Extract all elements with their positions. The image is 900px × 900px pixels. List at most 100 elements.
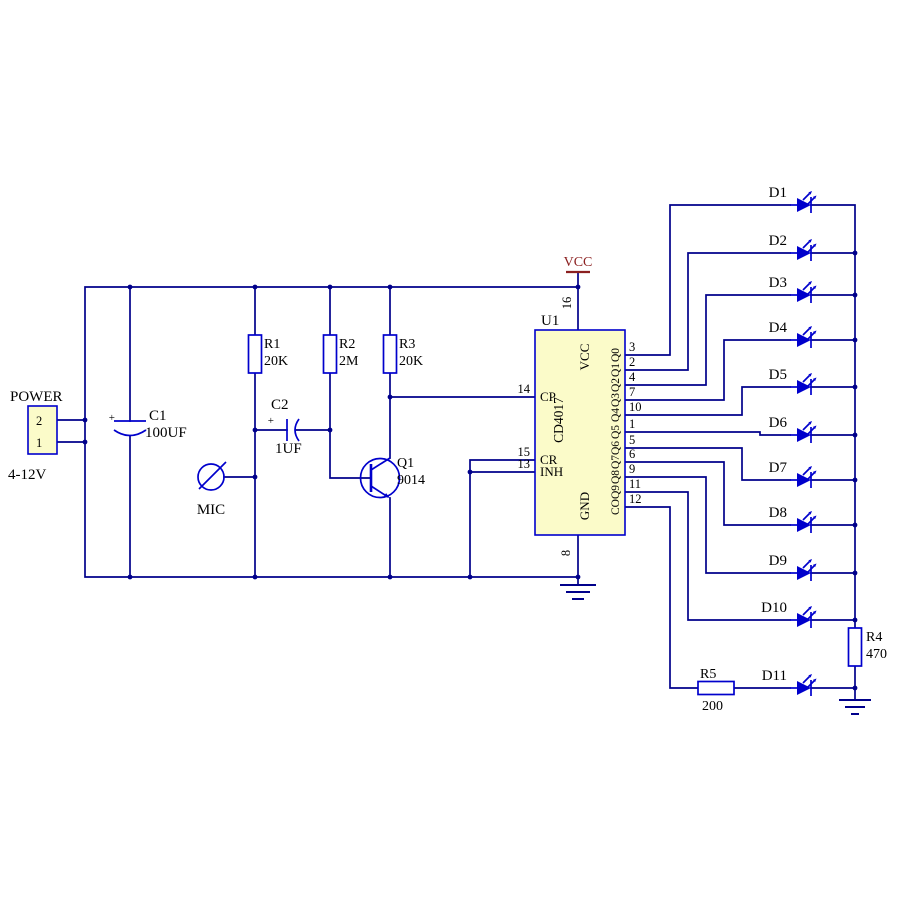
resistor-r4: R4 470 bbox=[847, 627, 887, 667]
power-voltage-label: 4-12V bbox=[8, 467, 46, 483]
mic-label: MIC bbox=[197, 502, 225, 518]
led-array: D1 D2 D3 D4 D5 D6 D7 D8 D9 D10 D11 bbox=[761, 185, 818, 697]
u1-pin11-number: 11 bbox=[629, 477, 641, 491]
resistor-r3: R3 20K bbox=[382, 334, 423, 374]
u1-co-label: CO bbox=[610, 499, 622, 515]
u1-pin16-number: 16 bbox=[560, 297, 574, 310]
wires bbox=[56, 204, 856, 701]
u1-vcc-pin-label: VCC bbox=[577, 344, 592, 371]
led-d10-label: D10 bbox=[761, 600, 787, 616]
led-d4: D4 bbox=[769, 320, 818, 349]
u1-output-pin-numbers: 3 2 4 7 10 1 5 6 9 11 12 bbox=[629, 340, 642, 506]
r2-value-label: 2M bbox=[339, 354, 359, 369]
led-d8: D8 bbox=[769, 505, 818, 534]
capacitor-c2: C2 + 1UF bbox=[268, 397, 302, 457]
led-d4-label: D4 bbox=[769, 320, 788, 336]
u1-inh-pin-label: INH bbox=[540, 464, 563, 479]
u1-gnd-pin-label: GND bbox=[577, 492, 592, 520]
u1-pin4-number: 4 bbox=[629, 370, 636, 384]
wire-rails bbox=[56, 286, 579, 578]
u1-q1-label: Q1 bbox=[610, 363, 622, 377]
u1-q9-label: Q9 bbox=[610, 485, 622, 499]
ic-u1: U1 VCC CD4017 GND 16 8 CP CR INH 14 15 1… bbox=[518, 297, 642, 556]
led-d3-label: D3 bbox=[769, 275, 787, 291]
c1-ref-label: C1 bbox=[149, 408, 167, 424]
r3-ref-label: R3 bbox=[399, 337, 415, 352]
u1-q0-label: Q0 bbox=[610, 348, 622, 362]
u1-pin10-number: 10 bbox=[629, 400, 642, 414]
junction-dots bbox=[82, 250, 858, 691]
u1-pin9-number: 9 bbox=[629, 462, 635, 476]
wire-outputs bbox=[624, 204, 856, 701]
wire-cr-inh bbox=[469, 459, 536, 578]
u1-pin2-number: 2 bbox=[629, 355, 635, 369]
r4-ref-label: R4 bbox=[866, 630, 882, 645]
u1-q7-label: Q7 bbox=[610, 455, 622, 469]
r5-ref-label: R5 bbox=[700, 667, 716, 682]
vcc-net-label: VCC bbox=[564, 255, 593, 270]
c2-plus-sign: + bbox=[268, 415, 274, 427]
led-d9-label: D9 bbox=[769, 553, 787, 569]
r1-value-label: 20K bbox=[264, 354, 288, 369]
led-d2: D2 bbox=[769, 233, 818, 262]
wire-r1-branch bbox=[223, 286, 256, 578]
led-d5: D5 bbox=[769, 367, 818, 396]
resistor-r1: R1 20K bbox=[247, 334, 288, 374]
c1-plus-sign: + bbox=[109, 412, 115, 424]
led-d2-label: D2 bbox=[769, 233, 787, 249]
u1-pin5-number: 5 bbox=[629, 433, 635, 447]
resistor-r5: R5 200 bbox=[697, 667, 735, 714]
u1-q2-label: Q2 bbox=[610, 378, 622, 392]
led-d6-label: D6 bbox=[769, 415, 788, 431]
u1-pin7-number: 7 bbox=[629, 385, 635, 399]
led-d1-label: D1 bbox=[769, 185, 787, 201]
u1-q6-label: Q6 bbox=[610, 441, 622, 455]
u1-output-pin-labels: Q0 Q1 Q2 Q3 Q4 Q5 Q6 Q7 Q8 Q9 CO bbox=[610, 348, 622, 515]
vcc-symbol: VCC bbox=[564, 255, 593, 274]
u1-cp-pin-label: CP bbox=[540, 389, 556, 404]
led-d11-label: D11 bbox=[762, 668, 787, 684]
led-d3: D3 bbox=[769, 275, 818, 304]
power-connector: POWER 4-12V 2 1 bbox=[8, 389, 63, 483]
q1-value-label: 9014 bbox=[397, 473, 425, 488]
ground-symbol-right bbox=[839, 699, 871, 715]
u1-pin14-number: 14 bbox=[518, 382, 531, 396]
u1-q3-label: Q3 bbox=[610, 393, 622, 407]
u1-part-label: CD4017 bbox=[551, 397, 566, 443]
led-d6: D6 bbox=[769, 415, 818, 444]
wire-r2-branch bbox=[329, 286, 372, 479]
u1-ref-label: U1 bbox=[541, 313, 559, 329]
led-d5-label: D5 bbox=[769, 367, 787, 383]
u1-pin3-number: 3 bbox=[629, 340, 635, 354]
transistor-q1: Q1 9014 bbox=[359, 456, 425, 499]
r4-value-label: 470 bbox=[866, 647, 887, 662]
u1-pin8-number: 8 bbox=[559, 550, 573, 556]
power-pin1-label: 1 bbox=[36, 436, 42, 450]
u1-pin12-number: 12 bbox=[629, 492, 642, 506]
capacitor-c1: + C1 100UF bbox=[109, 408, 187, 441]
power-pin2-label: 2 bbox=[36, 414, 42, 428]
led-d8-label: D8 bbox=[769, 505, 787, 521]
r1-ref-label: R1 bbox=[264, 337, 280, 352]
resistor-r2: R2 2M bbox=[322, 334, 359, 374]
c2-value-label: 1UF bbox=[275, 441, 302, 457]
u1-q5-label: Q5 bbox=[610, 425, 622, 439]
ground-symbol-ic bbox=[560, 584, 596, 600]
r3-value-label: 20K bbox=[399, 354, 423, 369]
q1-ref-label: Q1 bbox=[397, 456, 414, 471]
c1-value-label: 100UF bbox=[145, 425, 187, 441]
r5-value-label: 200 bbox=[702, 699, 723, 714]
u1-pin1-number: 1 bbox=[629, 417, 635, 431]
wire-r3-branch bbox=[389, 286, 536, 459]
u1-q4-label: Q4 bbox=[610, 408, 622, 422]
u1-pin15-number: 15 bbox=[518, 445, 531, 459]
u1-pin6-number: 6 bbox=[629, 447, 635, 461]
led-d7: D7 bbox=[769, 460, 818, 489]
led-d1: D1 bbox=[769, 185, 818, 214]
u1-pin13-number: 13 bbox=[518, 457, 531, 471]
led-d7-label: D7 bbox=[769, 460, 788, 476]
u1-cr-pin-label: CR bbox=[540, 452, 558, 467]
led-d11: D11 bbox=[762, 668, 818, 697]
